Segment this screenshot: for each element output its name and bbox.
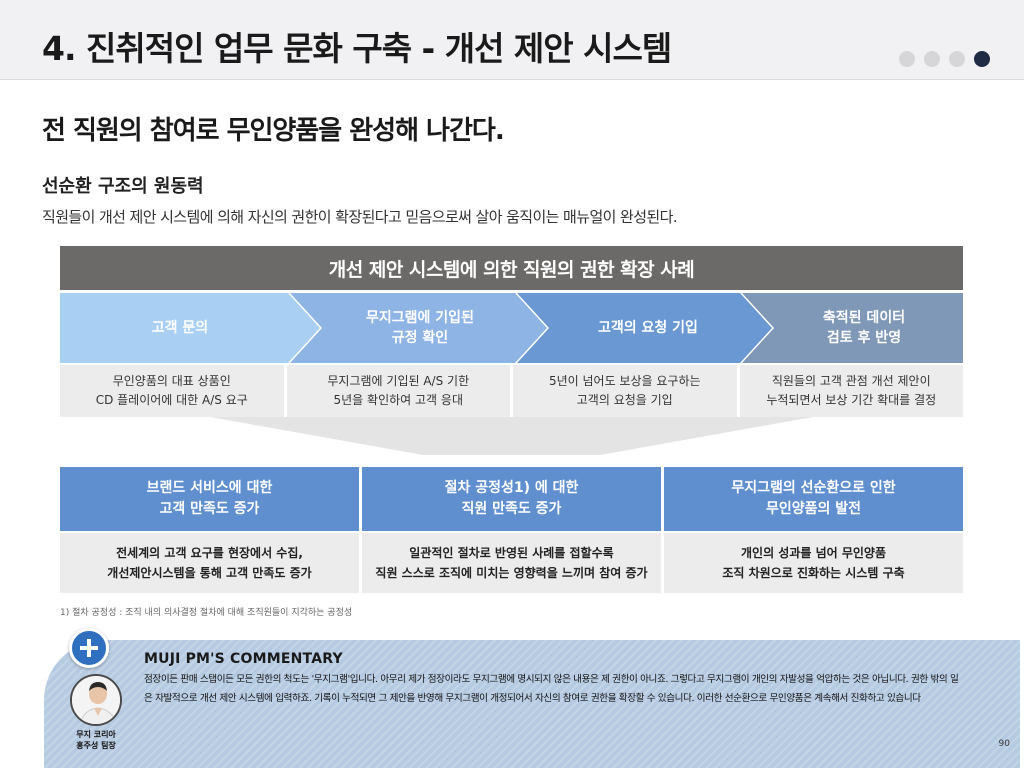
step-3-label: 고객의 요청 기입 <box>598 319 698 336</box>
commentary-panel <box>44 640 1020 768</box>
plus-icon <box>80 639 98 657</box>
process-banner: 개선 제안 시스템에 의한 직원의 권한 확장 사례 <box>60 246 963 290</box>
avatar <box>70 674 122 726</box>
headline: 전 직원의 참여로 무인양품을 완성해 나간다. <box>42 116 505 146</box>
step-3-shape <box>517 293 772 363</box>
result-3-title: 무지그램의 선순환으로 인한 무인양품의 발전 <box>664 467 963 531</box>
result-headers: 브랜드 서비스에 대한 고객 만족도 증가 절차 공정성1) 에 대한 직원 만… <box>60 467 963 531</box>
result-1-description: 전세계의 고객 요구를 현장에서 수집, 개선제안시스템을 통해 고객 만족도 … <box>60 533 359 593</box>
subheadline: 선순환 구조의 원동력 <box>42 176 204 197</box>
slide-title: 4. 진취적인 업무 문화 구축 - 개선 제안 시스템 <box>42 29 672 68</box>
page-indicator <box>899 51 990 67</box>
page-dot-2[interactable] <box>924 51 940 67</box>
result-2-title: 절차 공정성1) 에 대한 직원 만족도 증가 <box>362 467 661 531</box>
step-4-shape <box>742 293 963 363</box>
funnel-arrow <box>210 417 813 455</box>
footnote: 1) 절차 공정성 : 조직 내의 의사결정 절차에 대해 조직원들이 지각하는… <box>60 608 353 618</box>
result-1-title: 브랜드 서비스에 대한 고객 만족도 증가 <box>60 467 359 531</box>
process-steps: 고객 문의 무지그램에 기입된 규정 확인 고객의 요청 기입 축적된 데이터 … <box>60 293 963 363</box>
slide-header: 4. 진취적인 업무 문화 구축 - 개선 제안 시스템 <box>0 0 1024 80</box>
page-dot-3[interactable] <box>949 51 965 67</box>
step-descriptions: 무인양품의 대표 상품인 CD 플레이어에 대한 A/S 요구 무지그램에 기입… <box>60 365 963 417</box>
step-1-label: 고객 문의 <box>151 319 209 336</box>
page-dot-4-active[interactable] <box>974 51 990 67</box>
step-3-description: 5년이 넘어도 보상을 요구하는 고객의 요청을 기입 <box>513 365 737 417</box>
result-descriptions: 전세계의 고객 요구를 현장에서 수집, 개선제안시스템을 통해 고객 만족도 … <box>60 533 963 593</box>
page-number: 90 <box>998 739 1010 749</box>
process-arrows <box>60 293 963 363</box>
commentary-pattern <box>44 640 1020 768</box>
description: 직원들이 개선 제안 시스템에 의해 자신의 권한이 확장된다고 믿음으로써 살… <box>42 208 678 226</box>
step-2-shape <box>290 293 547 363</box>
step-4-description: 직원들의 고객 관점 개선 제안이 누적되면서 보상 기간 확대를 결정 <box>739 365 963 417</box>
expand-button[interactable] <box>69 628 109 668</box>
commentator-name: 무지 코리아 홍주성 팀장 <box>76 730 116 751</box>
result-2-description: 일관적인 절차로 반영된 사례를 접할수록 직원 스스로 조직에 미치는 영향력… <box>362 533 661 593</box>
person-icon <box>72 676 120 724</box>
step-1-description: 무인양품의 대표 상품인 CD 플레이어에 대한 A/S 요구 <box>60 365 284 417</box>
step-2-description: 무지그램에 기입된 A/S 기한 5년을 확인하여 고객 응대 <box>286 365 510 417</box>
commentary-text: 점장이든 판매 스탭이든 모든 권한의 척도는 '무지그램'입니다. 아무리 제… <box>144 674 959 704</box>
step-1-shape <box>60 293 320 363</box>
result-3-description: 개인의 성과를 넘어 무인양품 조직 차원으로 진화하는 시스템 구축 <box>664 533 963 593</box>
step-4-label: 축적된 데이터 검토 후 반영 <box>822 309 906 346</box>
commentary-title: MUJI PM'S COMMENTARY <box>144 651 343 667</box>
page-dot-1[interactable] <box>899 51 915 67</box>
step-2-label: 무지그램에 기입된 규정 확인 <box>366 309 474 346</box>
